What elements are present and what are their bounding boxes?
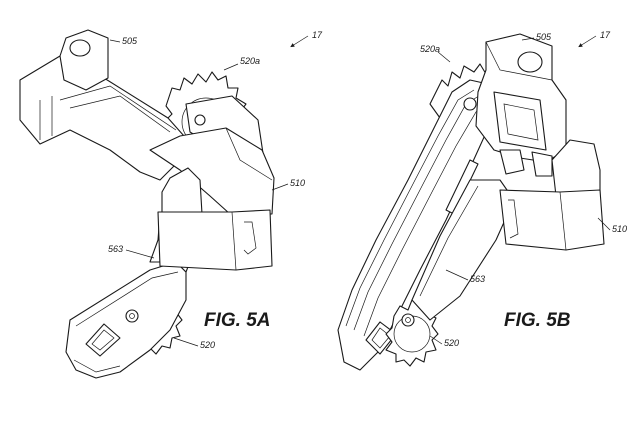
leader-563-5b: [445, 269, 469, 281]
main-block-510-5b: [499, 189, 605, 251]
upper-link-5a: [19, 29, 185, 181]
ref-505-5a: 505: [122, 36, 138, 46]
leader-520a-5a: [223, 63, 239, 71]
ref-563-5a: 563: [108, 244, 123, 254]
cage-plate-lower-5a: [65, 261, 187, 379]
figure-label-5b: FIG. 5B: [504, 310, 571, 331]
leader-17-5a: [290, 35, 309, 48]
ref-510-5a: 510: [290, 178, 305, 188]
ref-520-5a: 520: [200, 340, 215, 350]
ref-520a-5a: 520a: [240, 56, 260, 66]
leader-520-5b: [429, 335, 443, 345]
ref-563-5b: 563: [470, 274, 485, 284]
leader-510-5a: [271, 183, 289, 191]
leader-505-5b: [521, 37, 535, 41]
ref-17-5b: 17: [600, 30, 611, 40]
figure-label-5a: FIG. 5A: [204, 310, 271, 331]
leader-563-5a: [125, 249, 155, 259]
ref-520a-5b: 520a: [420, 44, 440, 54]
ref-520-5b: 520: [444, 338, 459, 348]
ref-17-5a: 17: [312, 30, 323, 40]
ref-505-5b: 505: [536, 32, 552, 42]
leader-520a-5b: [437, 51, 451, 63]
leader-510-5b: [597, 217, 611, 231]
upper-link-5b: [475, 33, 567, 177]
ref-510-5b: 510: [612, 224, 627, 234]
leader-520-5a: [173, 337, 199, 347]
cage-plates-5b: [337, 79, 497, 371]
leader-505-5a: [109, 39, 121, 43]
figure-5b: 520a 505 17 510 563 520 FIG. 5B: [337, 30, 627, 371]
lower-sprocket-520-5b: [385, 299, 439, 367]
main-block-510-5a: [157, 209, 273, 271]
leader-17-5b: [578, 35, 597, 48]
figure-5a: 505 520a 17 510 563 520 FIG. 5A: [19, 29, 323, 379]
